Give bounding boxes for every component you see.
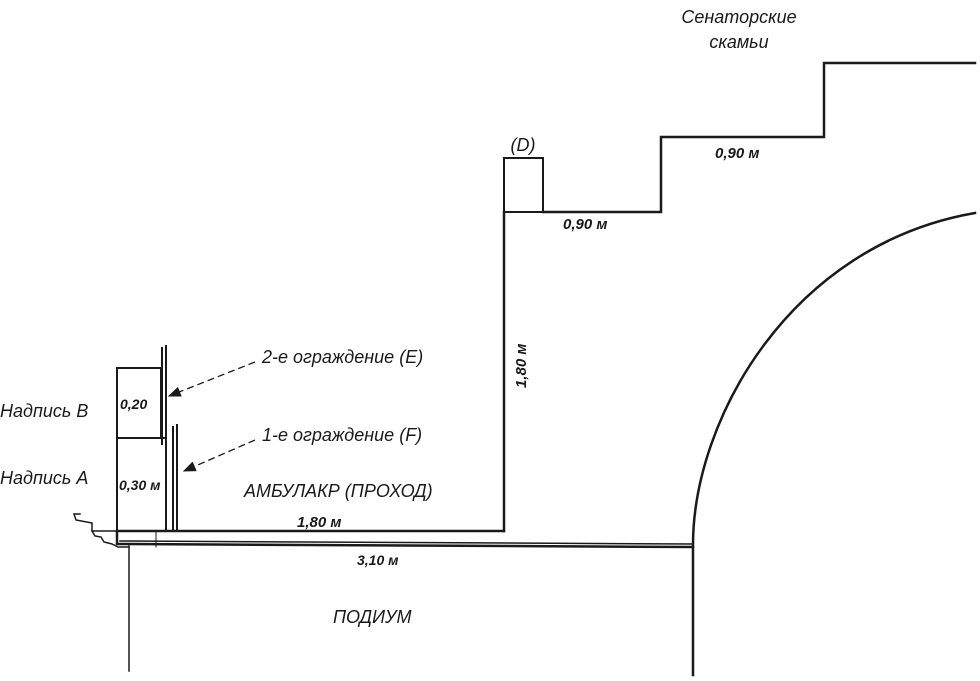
bench-upper-depth: 0,90 м bbox=[715, 145, 759, 162]
d-block bbox=[503, 157, 544, 213]
podium-top bbox=[115, 529, 695, 549]
first-barrier-arrow bbox=[182, 439, 256, 472]
ambulacrum-label: АМБУЛАКР (ПРОХОД) bbox=[243, 481, 433, 501]
podium-label: ПОДИУМ bbox=[333, 607, 411, 627]
podium-top-inner bbox=[119, 540, 694, 545]
arch-curve bbox=[691, 211, 977, 677]
first-barrier-label: 1-е ограждение (F) bbox=[262, 425, 422, 445]
second-barrier-label: 2-е ограждение (E) bbox=[261, 347, 423, 367]
inscription-b-height: 0,20 bbox=[120, 396, 147, 412]
senator-benches-label-line1: Сенаторские bbox=[681, 7, 796, 27]
walkway-width: 1,80 м bbox=[297, 514, 341, 531]
podium-cornice bbox=[72, 513, 130, 548]
inscription-a-height: 0,30 м bbox=[119, 477, 161, 493]
inscription-a-label: Надпись A bbox=[0, 468, 88, 488]
bench-lower-depth: 0,90 м bbox=[563, 216, 607, 233]
d-marker-label: (D) bbox=[511, 135, 536, 155]
wall-height: 1,80 м bbox=[513, 344, 530, 388]
senator-benches-label-line2: скамьи bbox=[709, 32, 768, 52]
second-barrier-arrow bbox=[167, 361, 256, 397]
inscription-b-label: Надпись B bbox=[0, 401, 88, 421]
senator-benches-profile bbox=[541, 61, 977, 214]
podium-width: 3,10 м bbox=[357, 552, 399, 568]
